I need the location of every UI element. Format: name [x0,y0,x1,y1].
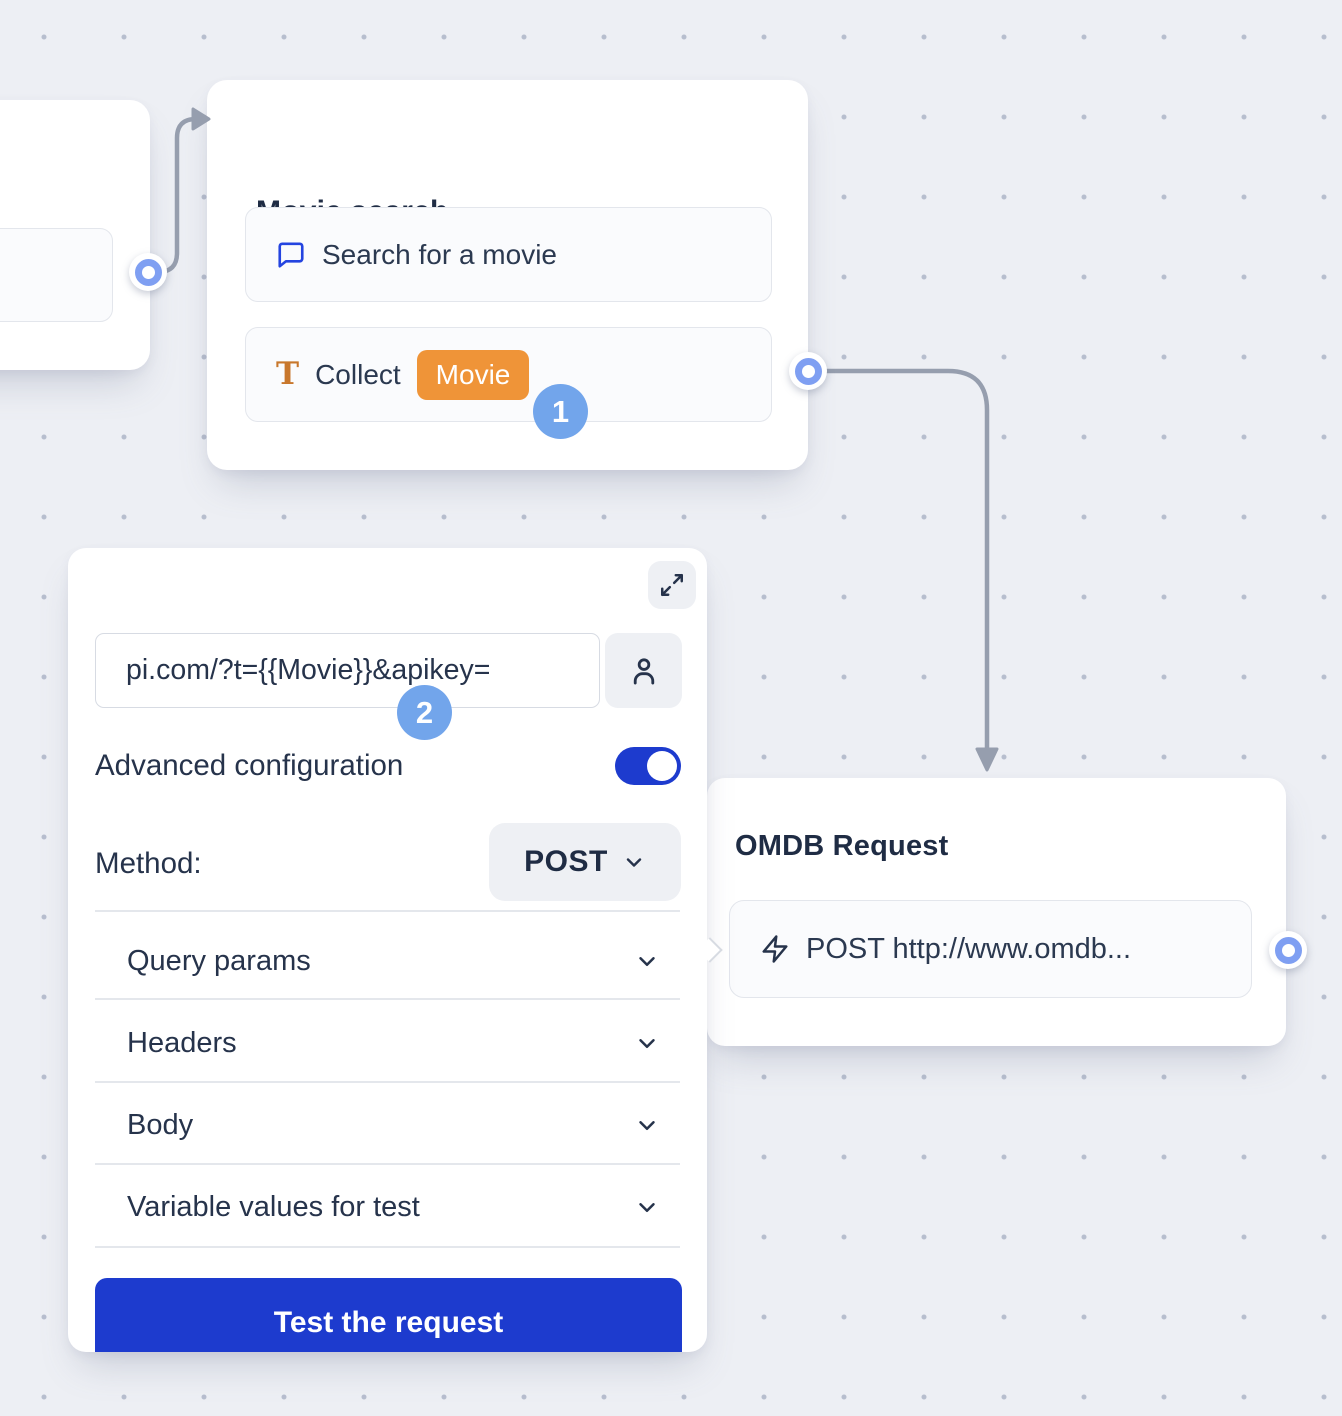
step-1-badge: 1 [533,384,588,439]
divider [95,1246,680,1248]
divider [95,1163,680,1165]
divider [95,1081,680,1083]
port-ring-icon [794,357,822,385]
connector-movie-to-omdb [805,368,990,753]
chevron-down-icon [622,850,646,874]
collect-block[interactable]: T Collect Movie [245,327,772,422]
text-input-icon: T [276,356,300,392]
connector-left-to-movie [145,116,201,275]
previous-node-card[interactable] [0,100,150,370]
section-query-params[interactable]: Query params [95,920,680,1002]
section-variable-values[interactable]: Variable values for test [95,1166,680,1248]
message-block-label: Search for a movie [322,238,557,270]
section-label: Variable values for test [127,1190,420,1223]
chat-bubble-icon [276,240,306,270]
url-input[interactable] [95,633,600,708]
previous-node-item[interactable] [0,228,113,322]
method-dropdown[interactable]: POST [489,823,681,901]
webhook-block-label: POST http://www.omdb... [806,932,1132,965]
node-title: OMDB Request [735,830,949,862]
variable-chip[interactable]: Movie [416,349,530,400]
message-block[interactable]: Search for a movie [245,207,772,302]
webhook-config-panel: 2 Advanced configuration Method: POST Qu… [68,548,707,1352]
method-value: POST [524,845,608,878]
user-icon [627,654,661,688]
section-label: Query params [127,944,311,977]
port-ring-icon [134,258,162,286]
previous-node-output-port[interactable] [129,253,167,291]
advanced-configuration-label: Advanced configuration [95,749,404,782]
section-headers[interactable]: Headers [95,1002,680,1084]
insert-variable-button[interactable] [605,633,682,708]
collect-block-label: Collect [315,358,401,390]
method-label: Method: [95,847,202,880]
section-label: Body [127,1108,194,1141]
divider [95,910,680,912]
movie-search-output-port[interactable] [789,352,827,390]
omdb-request-node[interactable]: OMDB Request POST http://www.omdb... [707,778,1286,1046]
section-body[interactable]: Body [95,1084,680,1166]
test-request-button[interactable]: Test the request [95,1278,682,1352]
connector-arrowhead-down [975,747,999,772]
step-2-badge: 2 [397,685,452,740]
port-ring-icon [1274,936,1302,964]
webhook-block[interactable]: POST http://www.omdb... [729,900,1252,998]
lightning-icon [760,934,790,964]
section-label: Headers [127,1026,237,1059]
chevron-down-icon[interactable] [634,1112,660,1138]
chevron-down-icon[interactable] [634,1194,660,1220]
chevron-down-icon[interactable] [634,1030,660,1056]
movie-search-node[interactable]: Movie search Search for a movie T Collec… [207,80,808,470]
omdb-output-port[interactable] [1269,931,1307,969]
chevron-down-icon[interactable] [634,948,660,974]
toggle-knob [647,751,677,781]
divider [95,998,680,1000]
advanced-configuration-toggle[interactable] [615,747,681,785]
expand-button[interactable] [648,561,696,609]
expand-icon [659,572,685,598]
